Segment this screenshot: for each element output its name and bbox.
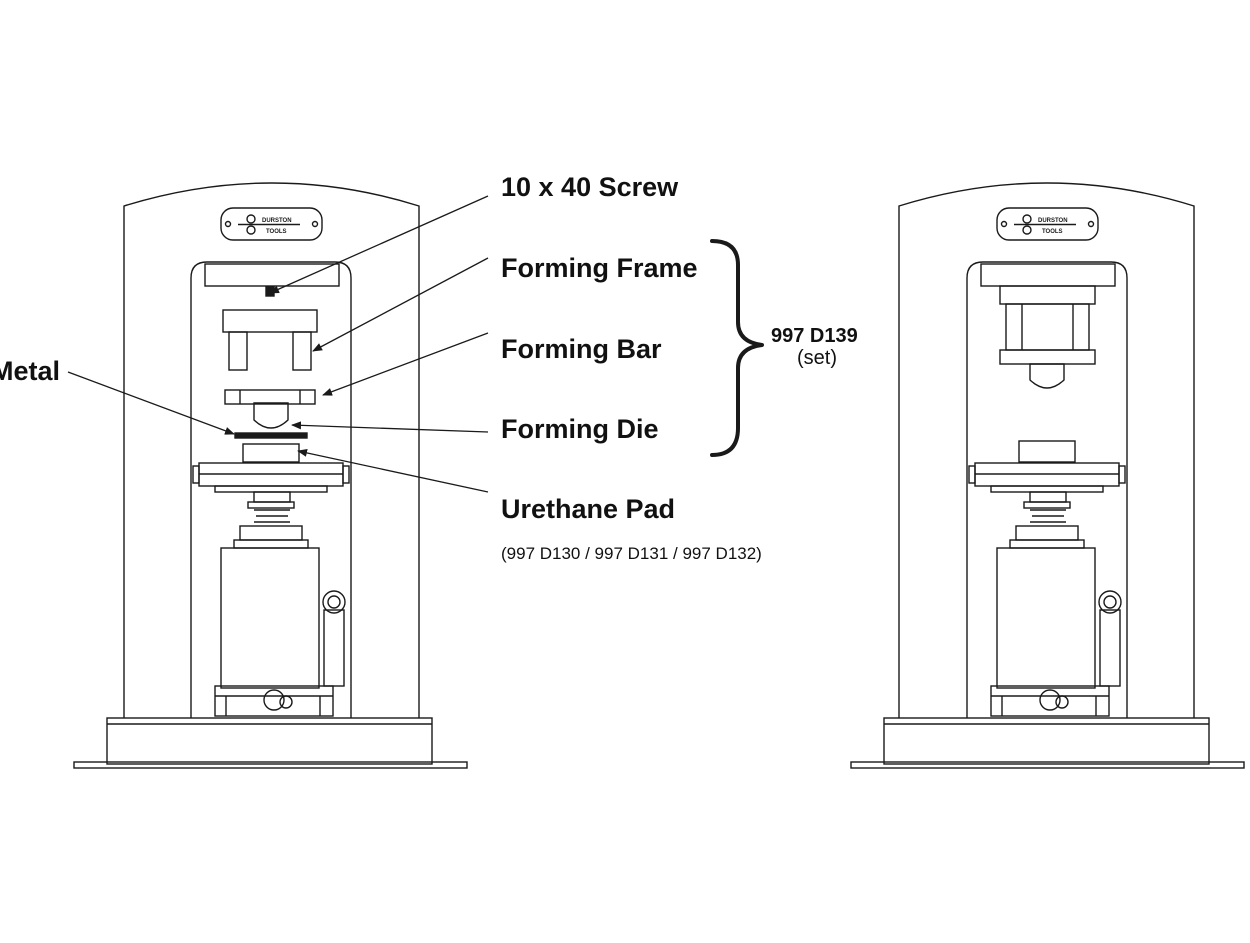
label-metal: Metal [0,356,61,386]
inner-window-right [966,261,1128,718]
logo-text-right-2: TOOLS [1042,229,1063,235]
leader-metal [67,371,235,435]
crossbar-left [192,462,350,493]
crossbar-right [968,462,1126,493]
label-screw: 10 x 40 Screw [501,172,679,202]
forming-die-part [253,402,289,429]
press-left [73,182,468,769]
leader-screw [269,195,489,294]
base-plate-right [850,717,1245,769]
outer-frame-right [898,182,1195,718]
label-forming-frame: Forming Frame [501,253,698,283]
leader-lines [67,195,489,493]
leader-forming-frame [312,257,489,352]
label-forming-die: Forming Die [501,414,659,444]
logo-plate-right [996,207,1099,241]
bottle-jack-right [990,491,1122,717]
label-urethane-pad: Urethane Pad [501,494,676,524]
urethane-pad-part [242,443,300,463]
label-pad-part-numbers: (997 D130 / 997 D131 / 997 D132) [501,544,762,563]
forming-bar-part [224,389,316,405]
press-right [850,182,1245,769]
assembled-tooling-right [999,285,1096,389]
logo-text-right-1: DURSTON [1038,218,1068,224]
label-set-part-number: 997 D139 [771,325,858,347]
outer-frame-left [123,182,420,718]
logo-text-left-2: TOOLS [266,229,287,235]
forming-frame-part [222,309,318,371]
set-brace [710,239,764,457]
urethane-pad-right [1018,440,1076,463]
bottle-jack-left [214,491,346,717]
logo-text-left-1: DURSTON [262,218,292,224]
inner-window-left [190,261,352,718]
label-set-note: (set) [797,347,837,369]
base-plate-left [73,717,468,769]
leader-forming-die [291,421,489,433]
leader-forming-bar [322,332,489,396]
label-forming-bar: Forming Bar [501,334,662,364]
leader-urethane-pad [297,448,489,493]
logo-plate-left [220,207,323,241]
top-plate-left [204,263,340,287]
metal-sheet-part [234,432,308,439]
top-plate-right [980,263,1116,287]
